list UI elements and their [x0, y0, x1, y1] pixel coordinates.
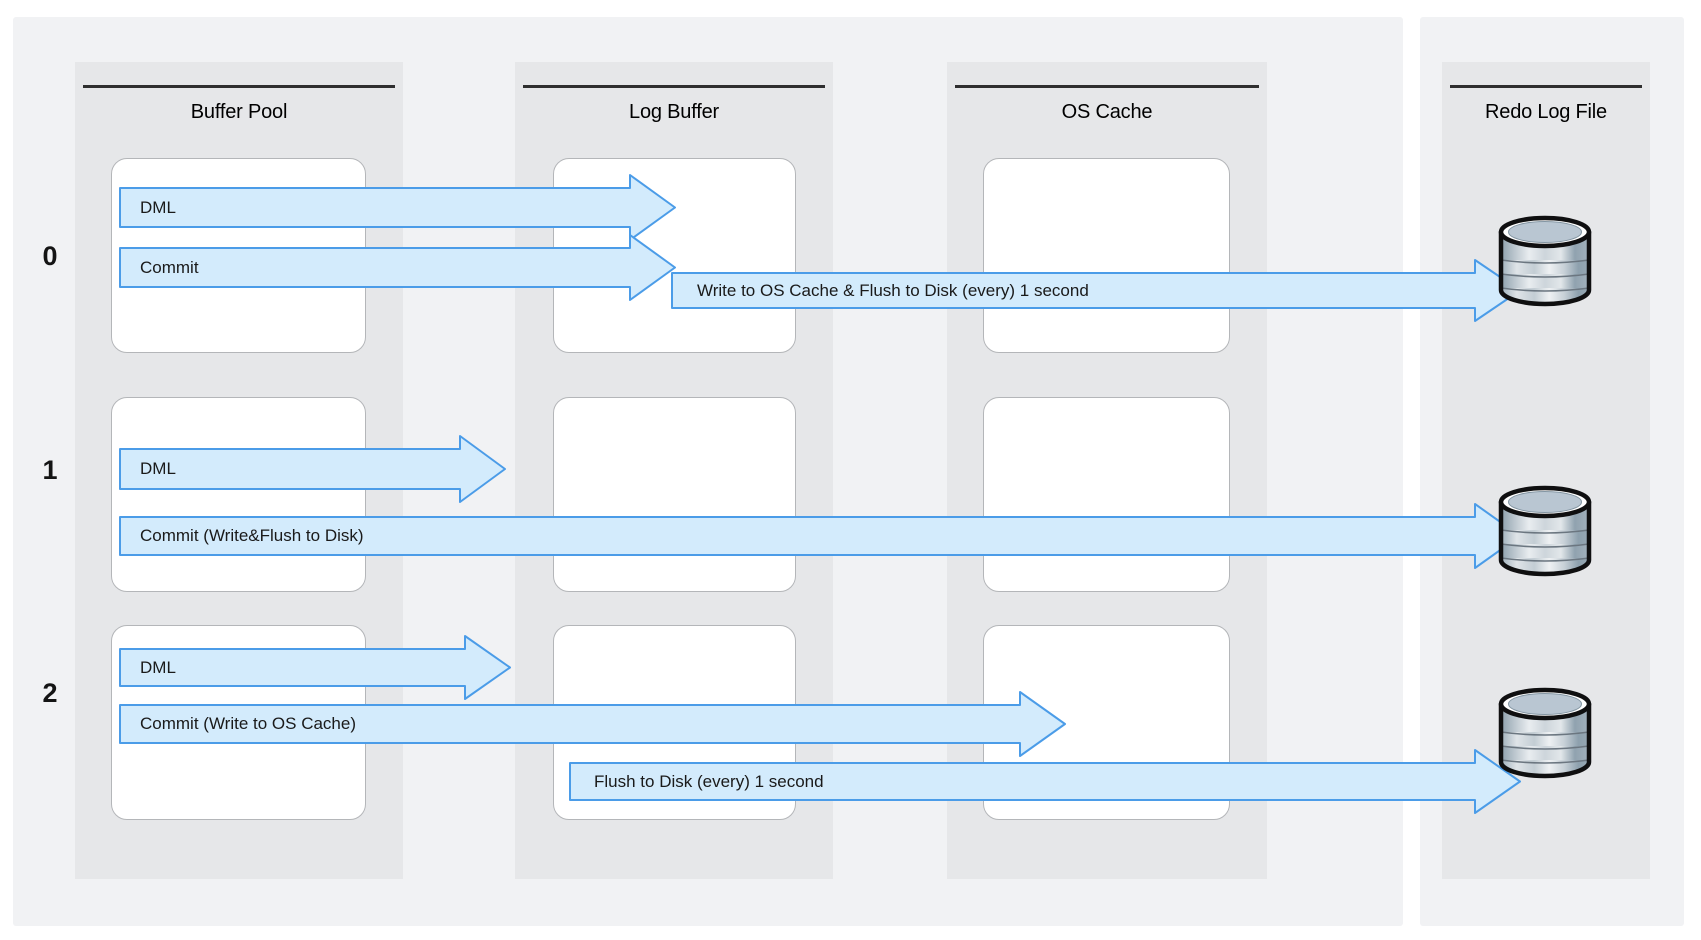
column-title-redo-log-file: Redo Log File — [1485, 101, 1607, 123]
arrow-row2-dml — [119, 635, 511, 700]
arrow-row0-write-flush — [671, 259, 1521, 322]
os-cache-box-row0 — [983, 158, 1230, 353]
arrow-label-row2-dml: DML — [140, 658, 176, 677]
database-icon — [1495, 482, 1595, 580]
column-header-rule — [83, 85, 395, 88]
arrow-label-row0-write-flush: Write to OS Cache & Flush to Disk (every… — [697, 281, 1089, 300]
arrow-label-row2-commit: Commit (Write to OS Cache) — [140, 714, 357, 733]
column-title-buffer-pool: Buffer Pool — [190, 101, 288, 123]
os-cache-box-row1 — [983, 397, 1230, 592]
arrow-label-row2-flush: Flush to Disk (every) 1 second — [594, 772, 824, 791]
row-label-0: 0 — [42, 241, 58, 271]
arrow-row2-flush — [569, 749, 1521, 814]
column-header-rule — [955, 85, 1259, 88]
arrow-row0-commit — [119, 234, 676, 301]
arrow-label-row0-commit: Commit — [140, 258, 199, 277]
log-buffer-box-row1 — [553, 397, 796, 592]
arrow-label-row1-commit: Commit (Write&Flush to Disk) — [140, 526, 364, 545]
row-label-2: 2 — [42, 678, 58, 708]
row-label-1: 1 — [42, 455, 58, 485]
database-icon — [1495, 684, 1595, 782]
column-title-log-buffer: Log Buffer — [629, 101, 719, 123]
arrow-row0-dml — [119, 174, 676, 241]
arrow-row1-dml — [119, 435, 506, 503]
column-header-rule — [1450, 85, 1642, 88]
arrow-row1-commit — [119, 503, 1521, 569]
arrow-label-row1-dml: DML — [140, 459, 176, 478]
arrow-row2-commit — [119, 691, 1066, 757]
column-header-rule — [523, 85, 825, 88]
column-title-os-cache: OS Cache — [1061, 101, 1153, 123]
buffer-pool-box-row1 — [111, 397, 366, 592]
arrow-label-row0-dml: DML — [140, 198, 176, 217]
database-icon — [1495, 212, 1595, 310]
